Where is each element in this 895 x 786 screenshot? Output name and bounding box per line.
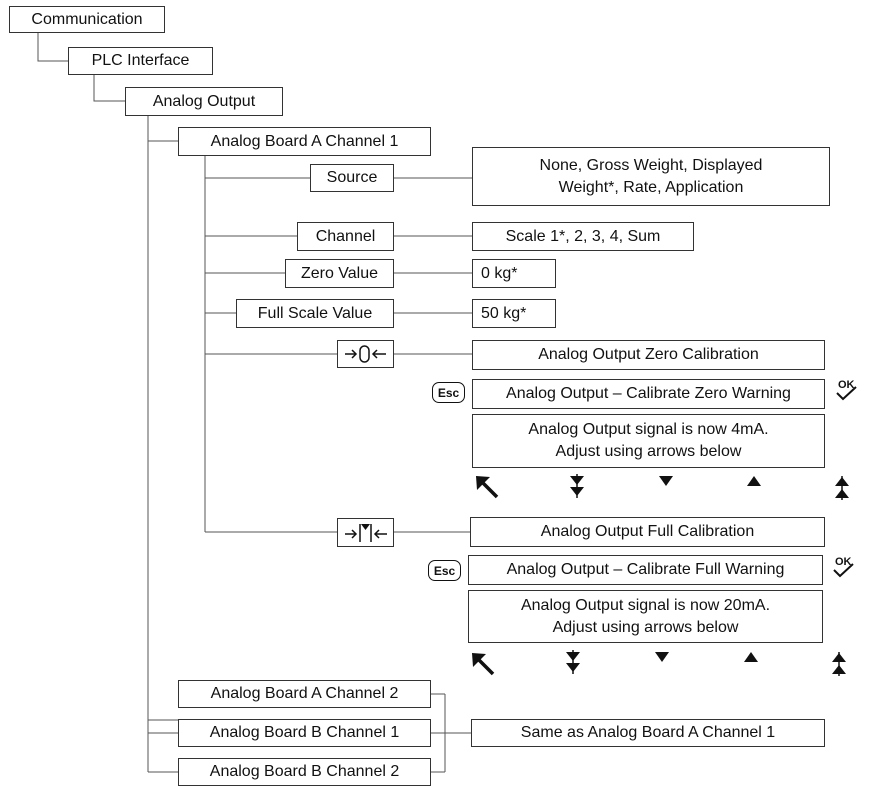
coarse-down-icon[interactable] [565,650,581,676]
coarse-up-icon[interactable] [834,474,850,500]
fine-up-icon[interactable] [746,474,762,488]
ok-softkey-icon[interactable]: OK [832,554,858,580]
full-calibration-warning: Analog Output – Calibrate Full Warning [468,555,823,585]
channel-options: Scale 1*, 2, 3, 4, Sum [472,222,694,251]
menu-node-board-b-channel-1[interactable]: Analog Board B Channel 1 [178,719,431,747]
menu-node-analog-output[interactable]: Analog Output [125,87,283,116]
fine-down-icon[interactable] [654,650,670,664]
param-channel[interactable]: Channel [297,222,394,251]
menu-node-plc-interface[interactable]: PLC Interface [68,47,213,75]
coarse-up-icon[interactable] [831,650,847,676]
span-calibration-key[interactable] [337,518,394,547]
param-full-scale-value[interactable]: Full Scale Value [236,299,394,328]
full-calibration-title: Analog Output Full Calibration [470,517,825,547]
esc-button-full[interactable]: Esc [428,560,461,581]
full-calibration-message: Analog Output signal is now 20mA. Adjust… [468,590,823,643]
menu-node-board-b-channel-2[interactable]: Analog Board B Channel 2 [178,758,431,786]
span-calibration-icon [344,523,387,542]
esc-button-zero[interactable]: Esc [432,382,465,403]
zero-value-default: 0 kg* [472,259,556,288]
param-source[interactable]: Source [310,164,394,192]
menu-node-communication[interactable]: Communication [9,6,165,33]
exit-arrow-icon[interactable] [470,651,496,677]
full-scale-default: 50 kg* [472,299,556,328]
ok-softkey-icon[interactable]: OK [835,377,861,403]
source-options: None, Gross Weight, Displayed Weight*, R… [472,147,830,206]
coarse-down-icon[interactable] [569,474,585,500]
svg-text:OK: OK [838,379,855,391]
fine-up-icon[interactable] [743,650,759,664]
menu-node-board-a-channel-2[interactable]: Analog Board A Channel 2 [178,680,431,708]
exit-arrow-icon[interactable] [474,474,500,500]
zero-calibration-key[interactable] [337,340,394,368]
fine-down-icon[interactable] [658,474,674,488]
zero-calibration-warning: Analog Output – Calibrate Zero Warning [472,379,825,409]
zero-calibration-title: Analog Output Zero Calibration [472,340,825,370]
param-zero-value[interactable]: Zero Value [285,259,394,288]
menu-node-board-a-channel-1[interactable]: Analog Board A Channel 1 [178,127,431,156]
same-as-note: Same as Analog Board A Channel 1 [471,719,825,747]
svg-text:OK: OK [835,556,852,568]
zero-calibration-icon [344,345,386,363]
zero-calibration-message: Analog Output signal is now 4mA. Adjust … [472,414,825,468]
